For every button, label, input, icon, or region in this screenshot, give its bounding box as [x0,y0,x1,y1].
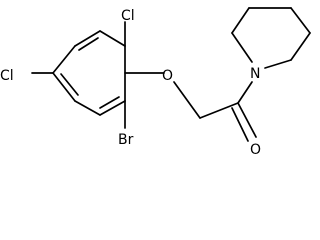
atom-o-ether: O [162,68,173,84]
bond-ring-1-inner [78,37,99,51]
bond-carbonyl-n [237,81,253,104]
bond-pip-2 [231,7,250,34]
bond-c-o-double-1 [237,102,257,138]
benzene-ring [52,30,126,116]
atom-o-carbonyl: O [250,142,261,155]
bond-ring-5-inner [99,96,120,109]
bond-pip-6 [264,59,292,69]
bond-ring-3 [52,72,76,102]
atom-br: Br [118,132,134,148]
bond-c-o-double-2 [231,107,249,142]
bond-ring-5 [99,100,126,116]
bond-ring-2 [52,45,76,74]
bond-ring-7 [99,30,126,47]
bond-ring-1 [74,30,101,47]
bond-ch2-carbonyl [199,102,239,119]
bond-ring-4 [74,100,101,116]
structure-diagram: Cl Cl Br O N O [0,7,311,155]
bond-pip-5 [290,32,311,61]
bond-ring-3-inner [60,73,79,96]
bond-pip-1 [231,32,253,63]
atom-cl-left: Cl [0,68,14,84]
bond-o-ch2 [173,81,201,119]
bond-pip-4 [290,7,311,34]
atom-n: N [250,66,260,82]
piperidine-ring [231,7,311,69]
atom-cl-top: Cl [121,8,135,24]
